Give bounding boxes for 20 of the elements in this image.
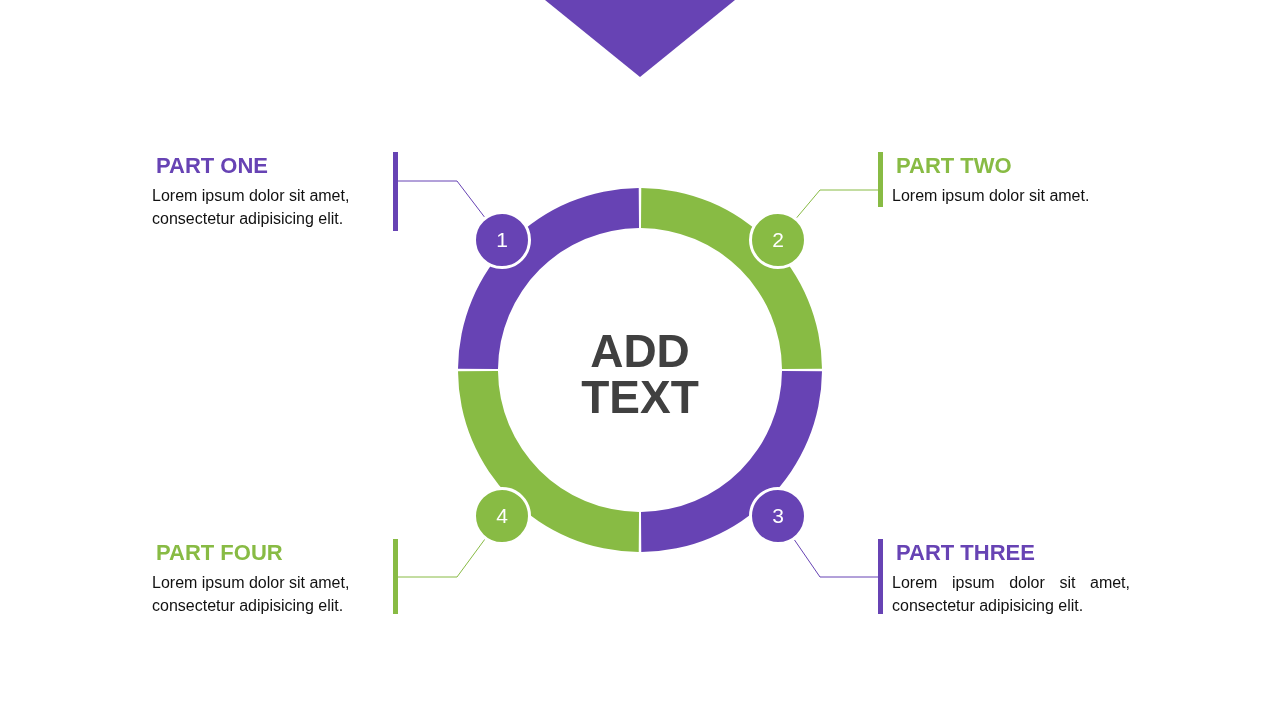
leader-line: [793, 539, 879, 578]
description-text: Lorem ipsum dolor sit amet.: [892, 186, 1091, 206]
part-title: PART THREE: [896, 539, 1036, 567]
number-circle: 3: [749, 487, 807, 545]
part-title: PART FOUR: [156, 539, 284, 567]
description-text: Lorem ipsum dolor sit amet, consectetur adipisicing elit.: [152, 573, 351, 616]
text-block: [152, 152, 398, 231]
number-circle: 2: [749, 211, 807, 269]
description-text: Lorem ipsum dolor sit amet, consectetur adipisicing elit.: [152, 186, 351, 229]
description-text: Lorem ipsum dolor sit amet, consectetur adipisicing elit.: [892, 573, 1130, 616]
leader-line: [397, 180, 485, 218]
leader-line: [796, 189, 879, 219]
number-circle: 4: [473, 487, 531, 545]
part-title: PART TWO: [896, 152, 1013, 180]
text-block: [878, 539, 1130, 614]
leader-line: [397, 538, 486, 578]
text-block: [152, 539, 398, 614]
part-title: PART ONE: [156, 152, 270, 180]
center-heading: ADD TEXT: [550, 328, 730, 420]
number-circle: 1: [473, 211, 531, 269]
